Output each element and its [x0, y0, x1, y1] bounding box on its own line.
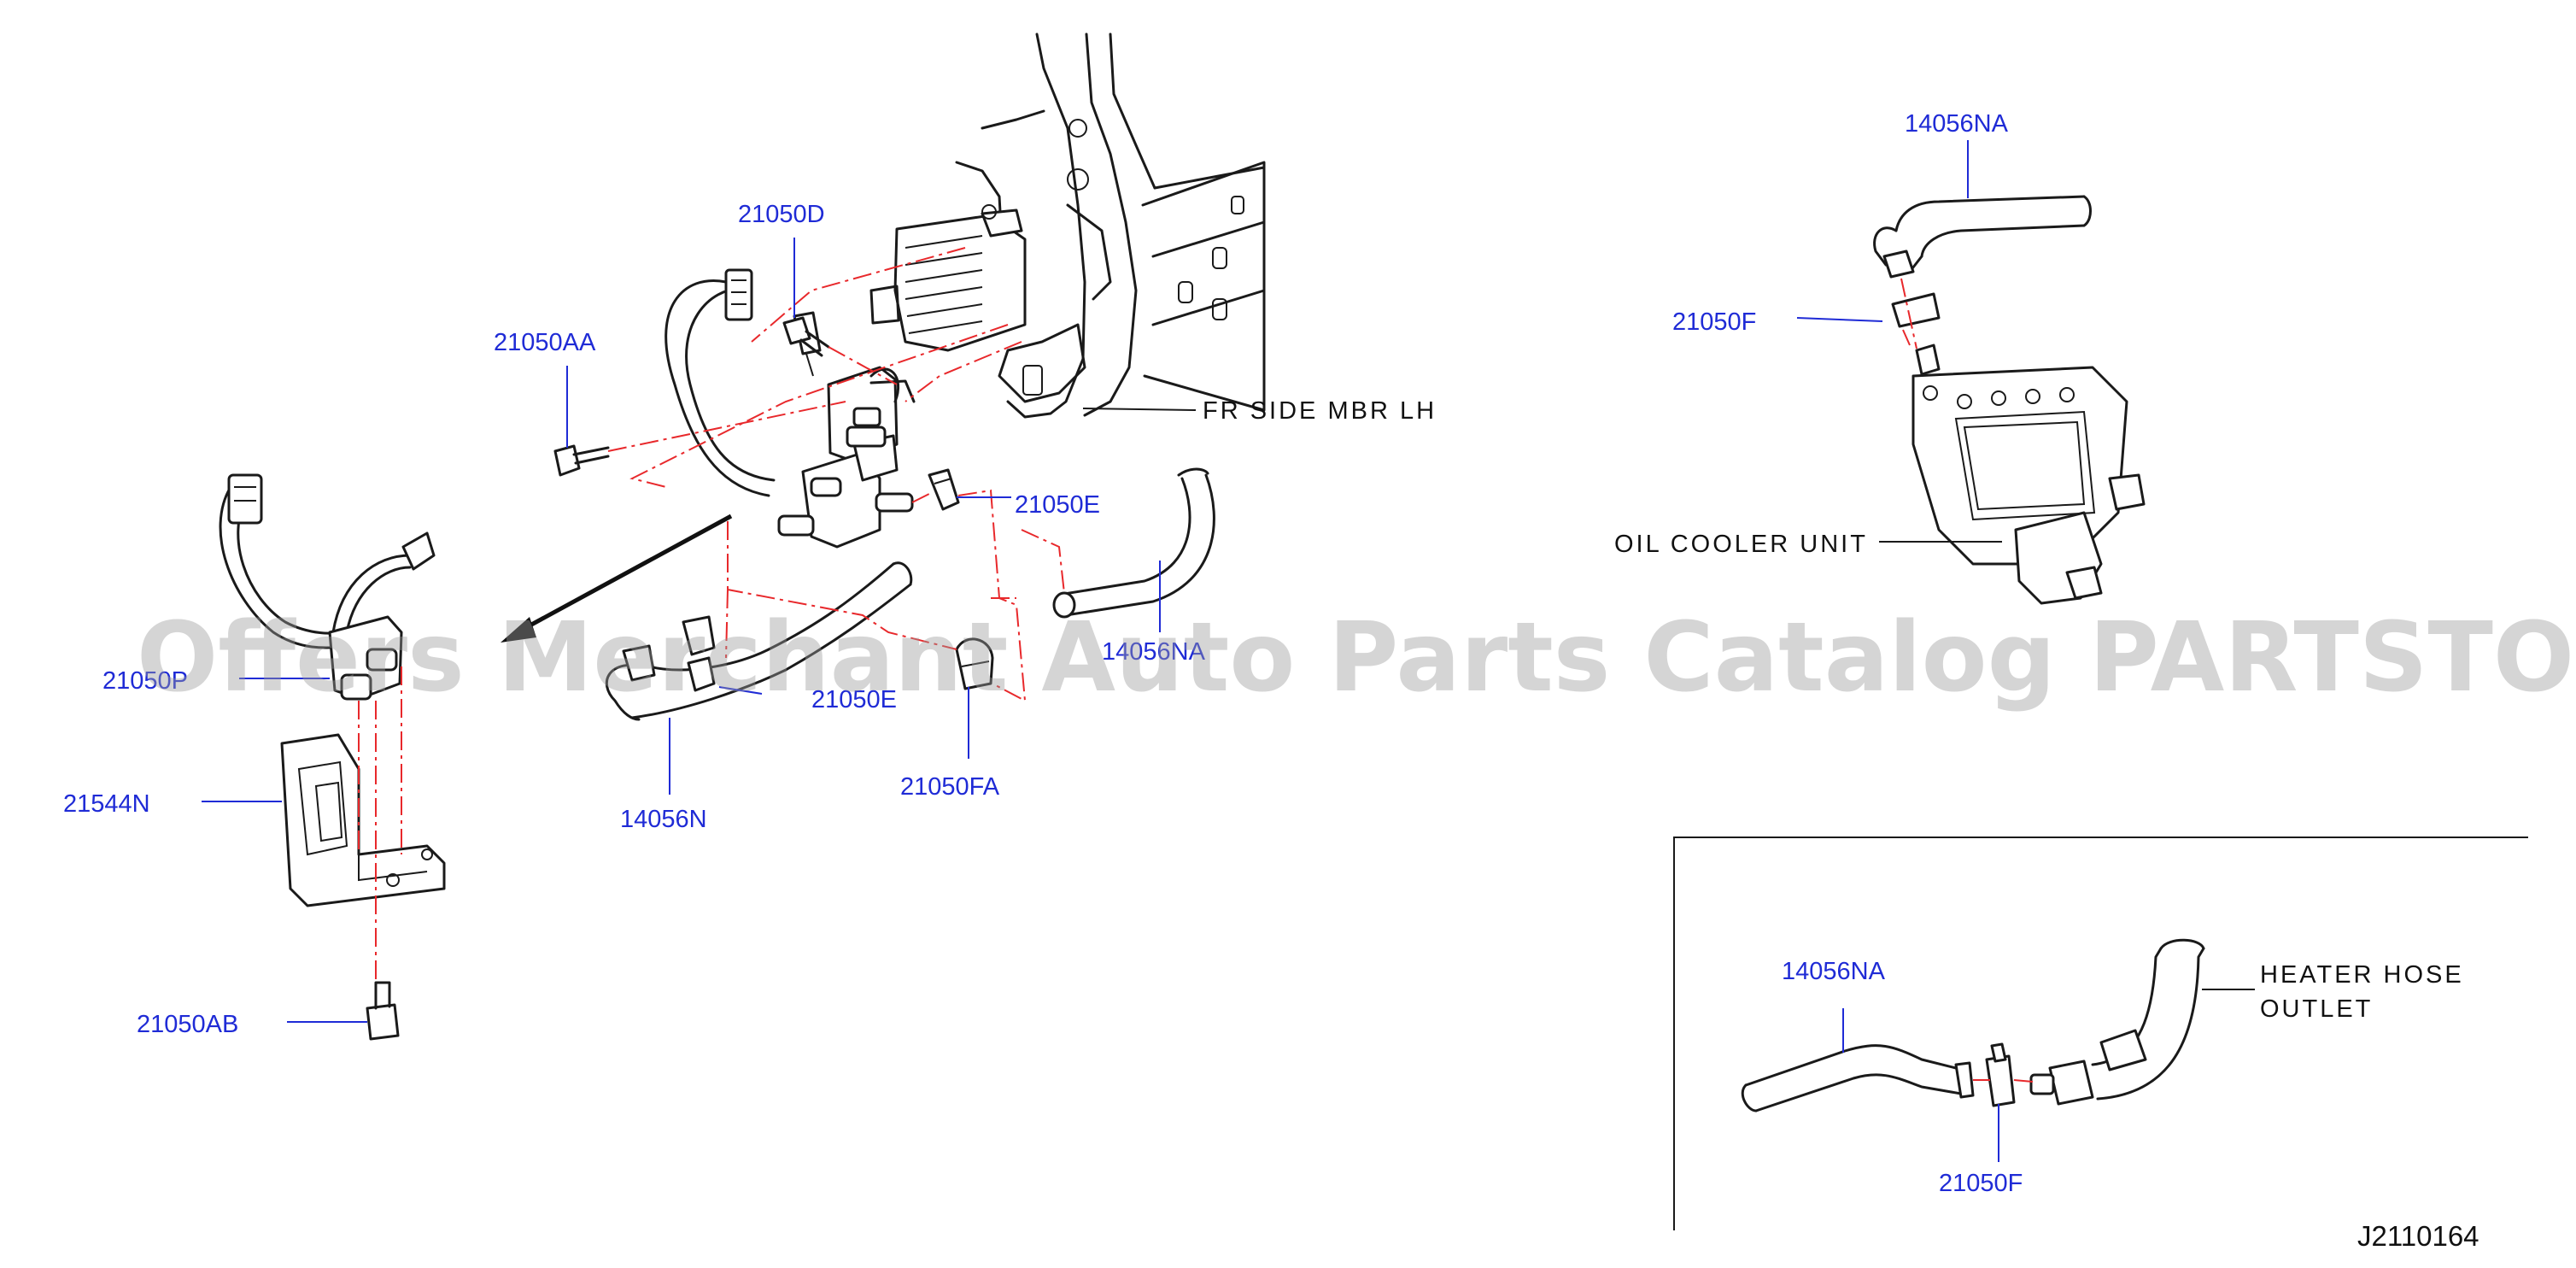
label-14056na-oil: 14056NA	[1905, 110, 2009, 138]
hose-14056n-drawing	[606, 561, 913, 721]
label-21050ab: 21050AB	[137, 1011, 238, 1038]
valve-21050p-drawing	[219, 473, 436, 701]
bolt-21050d-drawing	[782, 316, 830, 357]
fr-side-mbr-label: FR SIDE MBR LH	[1203, 397, 1437, 425]
heater-hose-label-line2: OUTLET	[2260, 995, 2373, 1023]
direction-arrow	[501, 514, 733, 643]
oil-cooler-label: OIL COOLER UNIT	[1614, 531, 1868, 558]
label-14056na-heater: 14056NA	[1782, 958, 1886, 985]
bracket-21544n-drawing	[280, 733, 446, 907]
clip-21050e-top-drawing	[928, 468, 960, 511]
label-21050f-heater: 21050F	[1939, 1170, 2023, 1197]
label-21050p: 21050P	[102, 667, 188, 695]
label-21050fa: 21050FA	[900, 773, 1000, 801]
part-labels: 21050D 21050AA 21050E 21050E 21050FA 140…	[63, 110, 2479, 1252]
fr-side-member-drawing: FR SIDE MBR LH	[955, 32, 1437, 425]
label-21050f-oil: 21050F	[1672, 308, 1756, 336]
control-module-drawing	[869, 204, 1027, 352]
clamp-21050fa-drawing	[955, 637, 994, 690]
diagram-code: J2110164	[2357, 1220, 2479, 1252]
label-21544n: 21544N	[63, 790, 150, 818]
watermark: Offers Merchant Auto Parts Catalog PARTS…	[137, 602, 2576, 713]
label-14056na-mid: 14056NA	[1102, 638, 1206, 666]
bolt-21050aa-drawing	[553, 444, 610, 477]
label-21050aa: 21050AA	[494, 329, 596, 356]
centerlines-main	[358, 247, 1065, 983]
bolt-21050ab-drawing	[366, 981, 400, 1041]
label-21050d: 21050D	[738, 201, 825, 228]
label-14056n: 14056N	[620, 806, 707, 833]
clip-21050e-bottom-drawing	[687, 656, 716, 692]
hose-14056na-mid-drawing	[1052, 467, 1215, 619]
leader-lines	[202, 140, 2002, 1162]
label-21050e-top: 21050E	[1015, 491, 1100, 519]
heater-hose-inset: HEATER HOSE OUTLET	[1673, 837, 2528, 1230]
label-21050e-bottom: 21050E	[811, 686, 897, 713]
water-valve-drawing	[777, 366, 916, 549]
heater-hose-label-line1: HEATER HOSE	[2260, 961, 2464, 989]
oil-cooler-drawing	[1873, 195, 2146, 605]
